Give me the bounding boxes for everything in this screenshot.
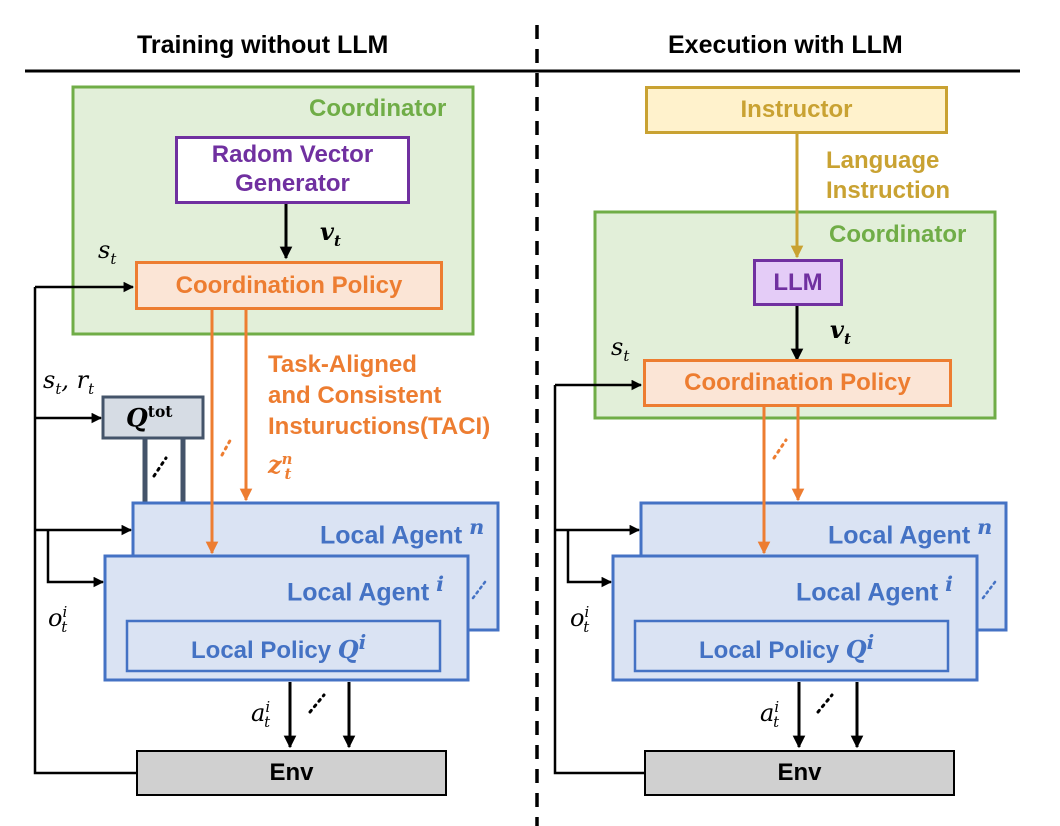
left-agent-n-label: Local Agent n [320,514,485,550]
right-lang-line2: Instruction [826,177,950,204]
right-panel-header: Execution with LLM [668,31,903,59]
right-env-box: Env [644,750,955,796]
right-action-dots [816,693,834,714]
left-qtot-dots [152,456,168,478]
left-panel-header: Training without LLM [137,31,389,59]
right-o-label: oit [570,603,590,636]
left-v-label: vt [320,217,341,250]
right-v-label: vt [830,315,851,348]
left-a-label: ait [251,698,271,731]
left-agent-i-label: Local Agent i [287,571,445,607]
left-feedback-loop [33,287,136,775]
right-feedback-loop [553,385,644,775]
left-taci-line3: Instuructions(TACI) [268,413,491,441]
right-agent-i-label: Local Agent i [796,571,954,607]
left-generator-line2: Generator [235,170,350,197]
left-env-box: Env [136,750,447,796]
right-language-instruction-label: Language Instruction [826,146,950,206]
left-taci-line2: and Consistent [268,382,442,410]
right-agent-n-label: Local Agent n [828,514,993,550]
right-obs-to-agent-i-arrow [566,530,613,588]
left-coordination-policy-box: Coordination Policy [135,261,443,310]
left-action-dots [308,693,326,714]
right-local-policy-label: Local Policy Qi [699,630,875,664]
right-lang-line1: Language [826,147,940,174]
left-qtot-label: Qtot [126,402,173,433]
left-taci-line1: Task-Aligned [268,351,417,378]
left-generator-line1: Radom Vector [211,141,374,169]
left-local-policy-label: Local Policy Qi [191,630,367,664]
left-coordinator-label: Coordinator [309,95,447,122]
left-obs-to-agent-i-arrow [46,530,105,588]
right-instruction-dots [772,438,788,460]
right-instructor-box: Instructor [645,86,948,134]
right-coordination-policy-box: Coordination Policy [643,359,952,407]
left-s-label: st [98,236,117,268]
left-taci-label: Task-Aligned and Consistent Insturuction… [268,349,490,443]
right-local-policy-box [633,619,950,673]
left-qtot-box [101,395,205,440]
left-random-vector-generator-box: Radom Vector Generator [175,136,410,204]
left-o-label: oit [48,603,68,636]
right-s-label: st [611,333,630,365]
left-sr-label: st, rt [43,366,95,398]
right-a-label: ait [760,698,780,731]
right-coordinator-label: Coordinator [829,221,967,248]
left-z-label: znt [268,450,293,483]
right-llm-box: LLM [753,259,843,306]
left-local-policy-box [125,619,442,673]
left-instruction-dots [220,435,234,457]
